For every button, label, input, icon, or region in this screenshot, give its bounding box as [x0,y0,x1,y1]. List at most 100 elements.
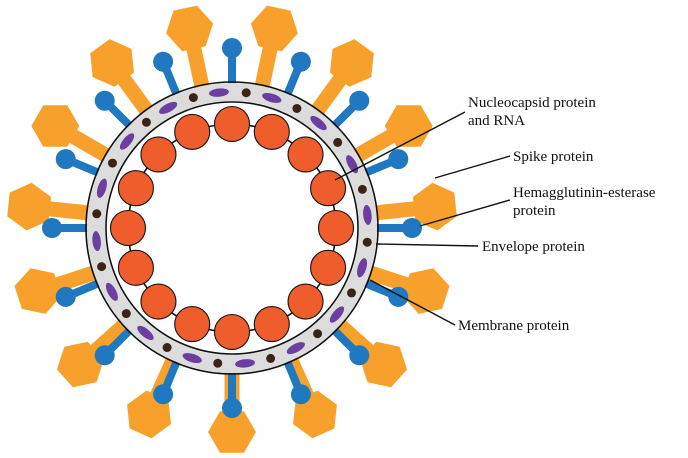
spike-head [250,5,298,52]
spike-head [330,39,374,87]
nucleocapsid-group [109,105,355,351]
spike-head [14,268,62,314]
he-head [349,90,370,111]
label-envelope: Envelope protein [482,239,585,255]
leader-envelope [375,243,479,247]
membrane-protein [182,353,202,364]
envelope-protein [107,158,117,168]
hemagglutinin-esterase-protein [281,51,311,101]
nucleocapsid-bead [213,105,251,143]
nucleocapsid-bead [117,249,154,286]
he-head [388,149,409,170]
spike-head [90,39,134,87]
nucleocapsid-bead [174,113,211,150]
envelope-protein [141,117,151,127]
he-head [55,149,76,170]
nucleocapsid-bead [174,306,211,343]
leader-membrane [369,279,456,326]
spike-head [360,341,408,388]
spike-stalk [253,42,279,93]
spike-protein [308,39,374,120]
membrane-protein [262,92,282,103]
membrane-protein [357,258,368,278]
he-head [349,345,370,366]
label-envelope-line-1: Envelope protein [482,239,585,255]
spike-head [7,182,51,231]
nucleocapsid-bead [253,113,290,150]
hemagglutinin-esterase-protein [153,51,183,101]
membrane-protein [363,205,372,225]
nucleocapsid-bead [140,283,177,320]
membrane-protein [105,282,118,301]
spike-protein [31,105,115,165]
envelope-outer-outline [85,81,379,375]
spike-protein [331,316,408,388]
spike-stalk [308,71,349,120]
membrane-protein-group [92,88,372,368]
nucleocapsid-bead [287,136,324,173]
he-head [94,345,115,366]
spike-head [56,341,104,388]
label-membrane: Membrane protein [458,318,570,334]
envelope-lipid-band [87,83,377,373]
label-nucleocapsid-line-2: and RNA [468,113,525,129]
spike-head [384,105,433,147]
nucleocapsid-bead [213,313,251,351]
envelope-protein [188,93,198,103]
hemagglutinin-esterase-protein [222,38,242,88]
spike-stalk [362,264,414,294]
envelope-protein [162,343,172,353]
membrane-protein [92,231,101,251]
spike-stalk [185,42,211,93]
envelope-protein [213,358,223,368]
hemagglutinin-esterase-protein [42,218,92,238]
spike-head [402,268,450,314]
he-head [290,384,311,405]
spike-protein [90,39,156,120]
membrane-protein [96,178,107,198]
spike-head [166,5,214,52]
membrane-protein [310,115,327,131]
membrane-protein [346,155,359,174]
he-head [94,90,115,111]
leader-lines [334,111,511,326]
envelope-protein [347,288,357,298]
he-head [222,398,242,418]
nucleocapsid-bead [310,249,347,286]
envelope-protein [241,88,251,98]
nucleocapsid-bead [109,209,147,247]
hemagglutinin-esterase-protein [372,218,422,238]
membrane-protein [329,306,345,323]
leader-nucleocapsid [334,111,466,181]
spike-protein [7,182,94,231]
envelope-protein [333,137,343,147]
spike-protein [166,5,214,93]
label-spike: Spike protein [513,149,594,165]
envelope-protein [357,184,367,194]
spike-stalk [65,127,115,165]
envelope-protein [362,237,372,247]
membrane-protein [209,88,229,97]
label-hemagglutinin-line-2: protein [513,203,556,219]
he-head [402,218,422,238]
spike-stalk [50,264,102,294]
spike-stalk [370,200,420,221]
spike-protein [14,264,102,314]
membrane-protein [137,325,154,341]
membrane-protein [286,342,305,355]
nucleocapsid-bead [140,136,177,173]
spike-stalk [115,71,156,120]
envelope-protein [97,262,107,272]
he-head [153,51,174,72]
nucleocapsid-bead [310,170,347,207]
he-head [290,51,311,72]
label-nucleocapsid-line-1: Nucleocapsid protein [468,95,596,111]
he-head [55,286,76,307]
leader-spike [434,155,511,179]
he-head [388,286,409,307]
membrane-protein [159,101,178,114]
spike-stalk [349,127,399,165]
he-head [42,218,62,238]
